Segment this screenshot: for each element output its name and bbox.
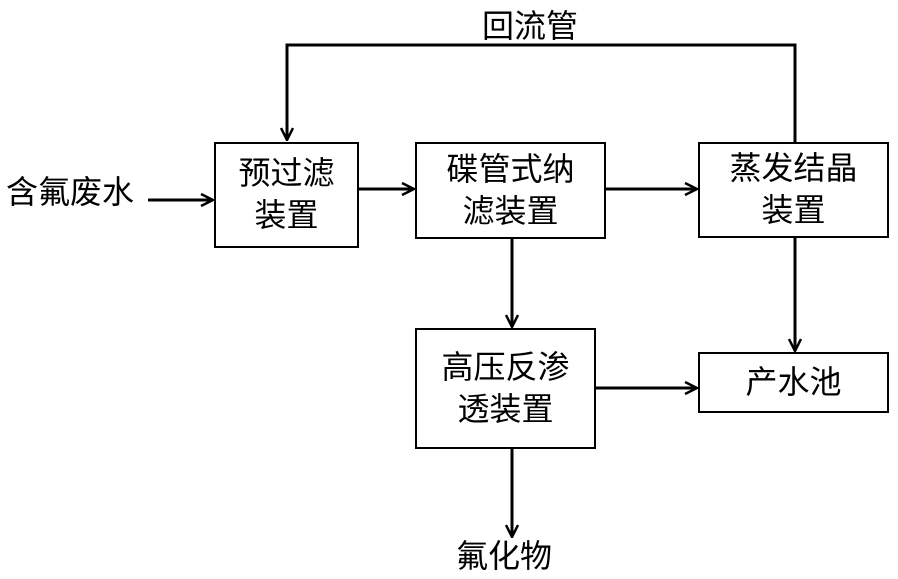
input-label: 含氟废水 (6, 173, 135, 211)
evap-line2: 装置 (761, 191, 826, 229)
evap-box: 蒸发结晶 装置 (698, 142, 889, 238)
reflux-pipe-label: 回流管 (482, 7, 579, 45)
dtnf-box: 碟管式纳 滤装置 (415, 142, 606, 239)
hpro-line1: 高压反渗 (441, 347, 570, 386)
dtnf-line2: 滤装置 (462, 191, 559, 230)
pool-box: 产水池 (698, 352, 889, 413)
dtnf-line1: 碟管式纳 (446, 149, 575, 188)
output-label: 氟化物 (456, 537, 553, 575)
reflux-pipe-line (287, 43, 797, 142)
prefilter-line1: 预过滤 (238, 154, 335, 193)
pool-line1: 产水池 (745, 362, 842, 401)
hpro-line2: 透装置 (457, 389, 554, 428)
prefilter-box: 预过滤 装置 (214, 142, 359, 248)
hpro-box: 高压反渗 透装置 (415, 328, 596, 449)
evap-line1: 蒸发结晶 (729, 149, 858, 188)
prefilter-line2: 装置 (254, 196, 319, 234)
